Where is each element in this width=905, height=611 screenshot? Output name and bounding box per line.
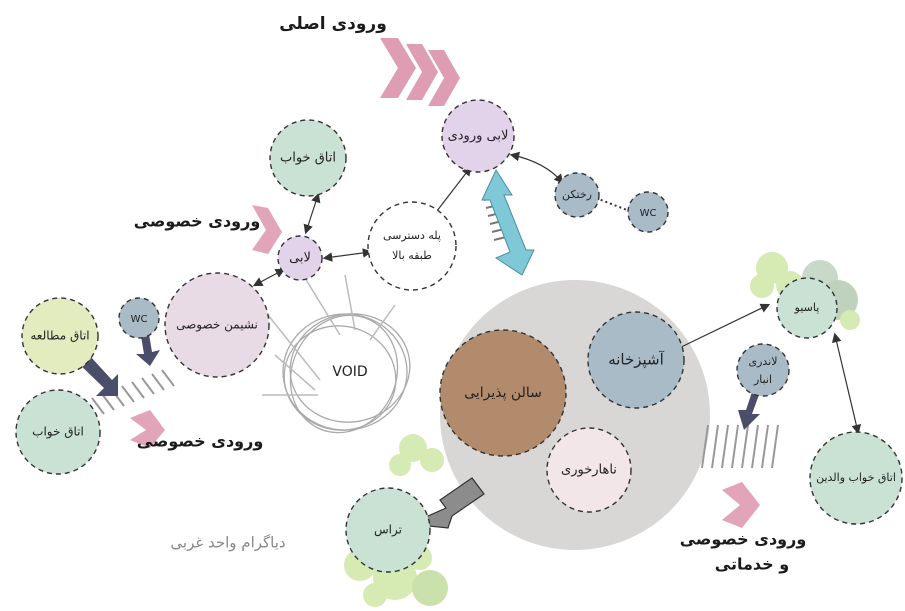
label-dining: ناهارخوری bbox=[561, 463, 617, 478]
label-parents-bedroom: اتاق خواب والدین bbox=[816, 471, 896, 484]
bubble-terrace bbox=[345, 487, 431, 573]
label-service-entry-line2: و خدماتی bbox=[715, 555, 789, 574]
label-dry-kitchen: رختکن bbox=[562, 188, 592, 201]
connections bbox=[252, 151, 862, 435]
bubble-lobby bbox=[277, 235, 323, 281]
label-lobby: لابی bbox=[289, 251, 311, 266]
label-wc-left: WC bbox=[131, 314, 148, 325]
label-private-entry-top: ورودی خصوصی bbox=[134, 212, 261, 231]
label-void: VOID bbox=[332, 364, 367, 380]
bubble-dining bbox=[546, 427, 632, 513]
bubble-bedroom-top bbox=[269, 119, 347, 197]
dotted-link bbox=[595, 197, 633, 213]
label-service-entry-line1: ورودی خصوصی bbox=[680, 530, 807, 549]
private-entry-chevrons-top bbox=[252, 205, 282, 254]
label-reception: سالن پذیرایی bbox=[464, 385, 542, 401]
label-patio: پاسیو bbox=[794, 301, 820, 314]
laundry-arrow bbox=[738, 392, 760, 430]
bubble-private-living bbox=[164, 272, 270, 378]
stair-hatch-right bbox=[701, 424, 779, 469]
private-entry-chevrons-bottom bbox=[130, 410, 165, 448]
bubble-entry-lobby bbox=[441, 99, 515, 173]
label-private-entry-bottom: ورودی خصوصی bbox=[137, 432, 264, 451]
label-study: اتاق مطالعه bbox=[30, 329, 89, 343]
label-kitchen: آشپزخانه bbox=[608, 351, 664, 370]
label-laundry-line2: انبار bbox=[753, 373, 772, 386]
bubble-kitchen bbox=[587, 311, 685, 409]
label-private-living: نشیمن خصوصی bbox=[176, 318, 258, 333]
label-bedroom-top: اتاق خواب bbox=[280, 151, 336, 166]
label-bedroom-left: اتاق خواب bbox=[32, 425, 84, 440]
bubble-patio bbox=[776, 277, 838, 339]
bubble-dry-kitchen bbox=[554, 172, 600, 218]
label-entry-lobby: لابی ورودی bbox=[448, 129, 509, 144]
stair-hatch-left bbox=[91, 369, 175, 415]
diagram-caption: دیاگرام واحد غربی bbox=[170, 534, 285, 552]
label-stairs-line1: پله دسترسی bbox=[383, 229, 441, 242]
label-stairs-line2: طبقه بالا bbox=[392, 249, 432, 262]
label-laundry-line1: لاندری bbox=[748, 355, 777, 368]
label-wc-right: WC bbox=[640, 208, 657, 219]
bubble-bedroom-left bbox=[15, 389, 101, 475]
service-entry-chevrons bbox=[722, 482, 760, 528]
label-main-entry: ورودی اصلی bbox=[279, 14, 387, 34]
study-arrow bbox=[75, 356, 118, 396]
bubble-reception bbox=[439, 329, 567, 457]
bubble-laundry bbox=[736, 343, 790, 397]
bubble-study bbox=[21, 297, 99, 375]
bubble-stairs bbox=[367, 201, 457, 291]
label-terrace: تراس bbox=[374, 523, 402, 538]
main-entry-chevrons bbox=[380, 38, 460, 106]
bubble-wc-right bbox=[627, 191, 669, 233]
double-arrow-cyan bbox=[481, 168, 535, 276]
bubble-parents-bedroom bbox=[809, 431, 903, 525]
bubble-wc-left bbox=[118, 297, 160, 339]
void-view-lines bbox=[259, 269, 396, 396]
